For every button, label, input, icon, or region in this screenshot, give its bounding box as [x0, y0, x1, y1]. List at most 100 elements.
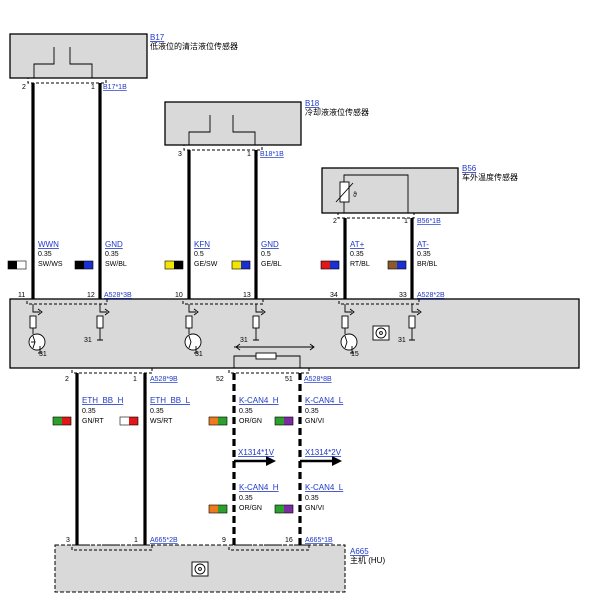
b56-name: 车外温度传感器 — [462, 172, 518, 182]
ecu-ground-31-e: 31 — [398, 337, 406, 344]
label-atp-signal[interactable]: AT+ — [350, 240, 365, 249]
label-wwn-size: 0.35 — [38, 251, 52, 258]
ecu-pin-12: 12 — [87, 292, 95, 299]
swatch-atm — [387, 260, 407, 270]
swatch-atp — [320, 260, 340, 270]
a528-2b-connector[interactable]: A528*2B — [417, 292, 445, 299]
a665-pin-3: 3 — [66, 537, 70, 544]
label-wwn-signal[interactable]: WWN — [38, 240, 59, 249]
swatch-kcan-l-2 — [274, 504, 294, 514]
label-gnd2-signal[interactable]: GND — [261, 240, 279, 249]
ecu-ground-31-d: 31 — [240, 337, 248, 344]
label-wwn-color: SW/WS — [38, 261, 63, 268]
b17-pin-left: 2 — [22, 84, 26, 91]
label-gnd2-color: GE/BL — [261, 261, 282, 268]
swatch-kcan-h — [208, 416, 228, 426]
swatch-gnd1 — [74, 260, 94, 270]
swatch-wwn — [7, 260, 27, 270]
b17-id[interactable]: B17 — [150, 33, 165, 42]
ecu-bottom-pin-52: 52 — [216, 376, 224, 383]
ecu-pin-10: 10 — [175, 292, 183, 299]
a528-8b-connector[interactable]: A528*8B — [304, 376, 332, 383]
b56-id[interactable]: B56 — [462, 164, 477, 173]
label-atm-size: 0.35 — [417, 251, 431, 258]
splice-x1314-1v[interactable] — [234, 456, 276, 466]
label-atp-size: 0.35 — [350, 251, 364, 258]
label-atp-color: RT/BL — [350, 261, 370, 268]
x1314-2v-connector[interactable]: X1314*2V — [305, 448, 342, 457]
x1314-1v-connector[interactable]: X1314*1V — [238, 448, 275, 457]
label-kcan-h-size-2: 0.35 — [239, 495, 253, 502]
b18-pin-right: 1 — [247, 151, 251, 158]
ecu-ground-15: 15 — [351, 351, 359, 358]
ecu-pin-13: 13 — [243, 292, 251, 299]
component-b17[interactable] — [9, 33, 148, 84]
label-kcan-h-size: 0.35 — [239, 408, 253, 415]
b56-pin-right: 1 — [404, 218, 408, 225]
a665-1b-connector[interactable]: A665*1B — [305, 537, 333, 544]
ecu-bottom-pin-1: 1 — [133, 376, 137, 383]
label-eth-h-signal[interactable]: ETH_BB_H — [82, 396, 124, 405]
b56-connector[interactable]: B56*1B — [417, 218, 441, 225]
splice-x1314-2v[interactable] — [300, 456, 342, 466]
ecu-ground-31-b: 31 — [84, 337, 92, 344]
component-b56[interactable] — [321, 167, 459, 219]
a665-name: 主机 (HU) — [350, 555, 385, 565]
b17-name: 低液位的清洁液位传感器 — [150, 41, 238, 51]
label-eth-l-color: WS/RT — [150, 418, 173, 425]
label-kfn-color: GE/SW — [194, 261, 218, 268]
swatch-kcan-l — [274, 416, 294, 426]
label-eth-h-color: GN/RT — [82, 418, 104, 425]
swatch-kcan-h-2 — [208, 504, 228, 514]
ecu-pin-34: 34 — [330, 292, 338, 299]
label-eth-l-signal[interactable]: ETH_BB_L — [150, 396, 191, 405]
label-atm-color: BR/BL — [417, 261, 437, 268]
b18-connector[interactable]: B18*1B — [260, 151, 284, 158]
label-kcan-l-color: GN/VI — [305, 418, 324, 425]
label-kcan-l-signal[interactable]: K-CAN4_L — [305, 396, 344, 405]
label-gnd1-signal[interactable]: GND — [105, 240, 123, 249]
label-kfn-signal[interactable]: KFN — [194, 240, 210, 249]
swatch-kfn — [164, 260, 184, 270]
ecu-internal-circuit — [28, 304, 422, 368]
label-kcan-l-signal-2[interactable]: K-CAN4_L — [305, 483, 344, 492]
label-gnd1-color: SW/BL — [105, 261, 127, 268]
ecu-pin-33: 33 — [399, 292, 407, 299]
label-atm-signal[interactable]: AT- — [417, 240, 429, 249]
a528-9b-connector[interactable]: A528*9B — [150, 376, 178, 383]
label-kcan-l-color-2: GN/VI — [305, 505, 324, 512]
b17-connector[interactable]: B17*1B — [103, 84, 127, 91]
component-a665[interactable] — [54, 544, 346, 593]
a528-3b-connector[interactable]: A528*3B — [104, 292, 132, 299]
swatch-gnd2 — [231, 260, 251, 270]
b18-id[interactable]: B18 — [305, 99, 320, 108]
label-kcan-h-color: OR/GN — [239, 418, 262, 425]
label-eth-h-size: 0.35 — [82, 408, 96, 415]
label-kcan-h-signal[interactable]: K-CAN4_H — [239, 396, 279, 405]
swatch-eth-l — [119, 416, 139, 426]
label-kfn-size: 0.5 — [194, 251, 204, 258]
label-kcan-l-size-2: 0.35 — [305, 495, 319, 502]
label-gnd2-size: 0.5 — [261, 251, 271, 258]
b18-pin-left: 3 — [178, 151, 182, 158]
ecu-pin-11: 11 — [18, 292, 25, 299]
label-gnd1-size: 0.35 — [105, 251, 119, 258]
ecu-ground-31-a: 31 — [39, 351, 47, 358]
b17-pin-right: 1 — [91, 84, 95, 91]
b56-pin-left: 2 — [333, 218, 337, 225]
label-kcan-l-size: 0.35 — [305, 408, 319, 415]
ecu-bottom-pin-2: 2 — [65, 376, 69, 383]
label-kcan-h-signal-2[interactable]: K-CAN4_H — [239, 483, 279, 492]
ecu-ground-31-c: 31 — [195, 351, 203, 358]
b18-name: 冷却液液位传感器 — [305, 107, 369, 117]
component-a528[interactable] — [9, 298, 580, 374]
label-eth-l-size: 0.35 — [150, 408, 164, 415]
a665-pin-16: 16 — [285, 537, 293, 544]
a665-pin-9: 9 — [222, 537, 226, 544]
a665-2b-connector[interactable]: A665*2B — [150, 537, 178, 544]
swatch-eth-h — [52, 416, 72, 426]
a665-id[interactable]: A665 — [350, 547, 369, 556]
ecu-bottom-pin-51: 51 — [285, 376, 293, 383]
component-b18[interactable] — [164, 101, 302, 151]
